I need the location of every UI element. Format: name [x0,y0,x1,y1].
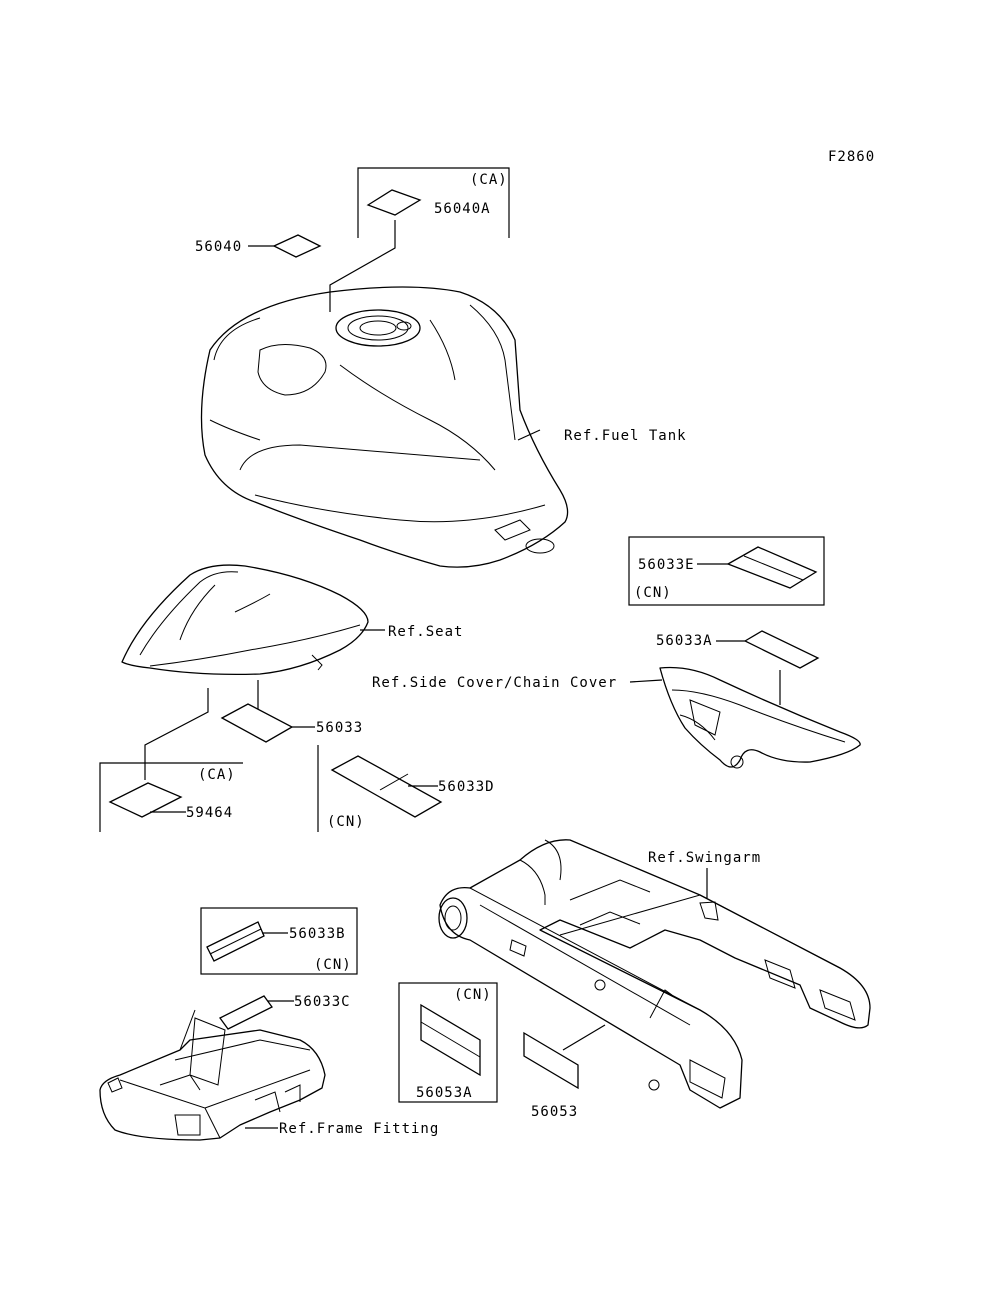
seat-drawing [121,564,369,676]
ca-bracket-left: (CA) 59464 [99,688,243,832]
part-56033C-group: 56033C [219,994,351,1030]
ref-fuel-tank: Ref.Fuel Tank [564,428,687,444]
part-56033D: 56033D [438,779,495,795]
cn-box-56053A: (CN) 56053A [398,982,498,1103]
fuel-tank-drawing [200,286,569,568]
cn-label-b: (CN) [314,957,352,973]
label-56040A-sticker [366,189,422,216]
ref-seat: Ref.Seat [388,624,463,640]
cn-box-56033E: 56033E (CN) [628,536,825,606]
part-56040-group: 56040 [195,234,322,258]
part-56053: 56053 [531,1104,578,1120]
label-56053-sticker [523,1031,579,1090]
part-56033: 56033 [316,720,363,736]
ref-frame-fitting: Ref.Frame Fitting [279,1121,439,1137]
part-56033C: 56033C [294,994,351,1010]
part-56033E: 56033E [638,557,695,573]
cn-label-53: (CN) [454,987,492,1003]
ca-bracket-top: (CA) 56040A [329,167,510,312]
cn-box-56033B: 56033B (CN) [200,907,358,975]
label-56040-sticker [272,234,322,258]
cn-label-d: (CN) [327,814,365,830]
label-56033C-sticker [219,995,273,1030]
figure-code: F2860 [828,149,875,165]
part-56053-group: 56053 [523,1024,606,1120]
ref-swingarm: Ref.Swingarm [648,850,761,866]
part-56040A: 56040A [434,201,491,217]
side-cover-drawing [659,666,861,769]
ca-label-top: (CA) [470,172,508,188]
part-56033A: 56033A [656,633,713,649]
ca-label-left: (CA) [198,767,236,783]
label-56033-sticker [220,703,294,743]
part-59464: 59464 [186,805,233,821]
part-56040: 56040 [195,239,242,255]
label-59464-sticker [108,782,183,818]
ref-side-cover: Ref.Side Cover/Chain Cover [372,675,617,691]
frame-fitting-drawing [99,1009,326,1141]
cn-bracket-d: 56033D (CN) [317,745,495,832]
swingarm-drawing [438,839,871,1109]
part-56033B: 56033B [289,926,346,942]
part-56033A-group: 56033A [656,630,820,705]
cn-label-e: (CN) [634,585,672,601]
label-56033A-sticker [743,630,820,669]
part-56053A: 56053A [416,1085,473,1101]
part-56033-group: 56033 [220,680,363,743]
